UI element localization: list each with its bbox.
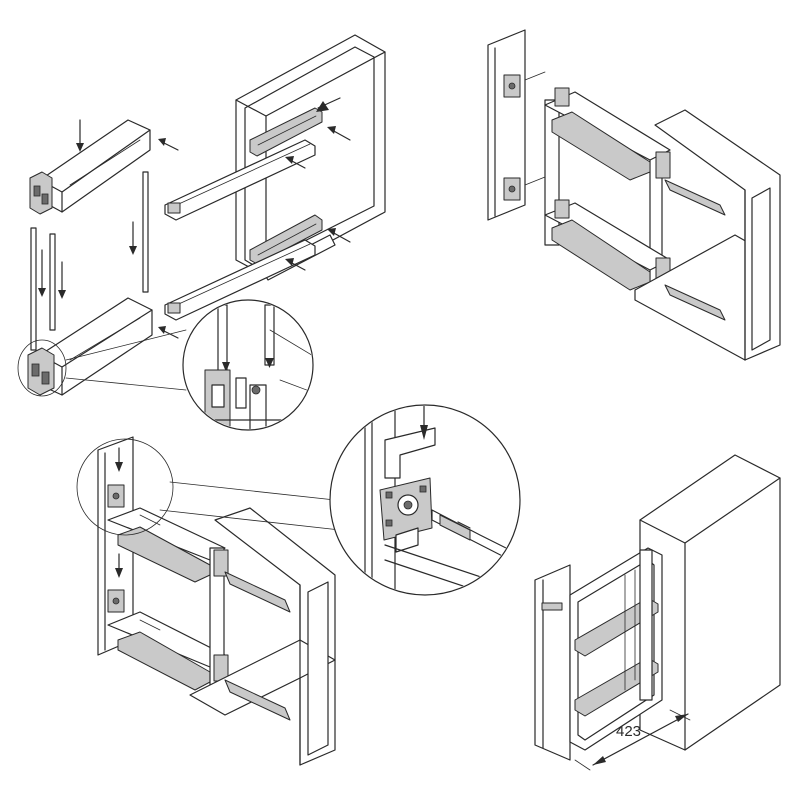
width-dimension-label: 423 bbox=[616, 723, 641, 740]
width-dimension: 423 bbox=[574, 709, 691, 771]
insert-arrows bbox=[38, 119, 179, 339]
upper-shelf-basket bbox=[29, 119, 151, 215]
detail-marker bbox=[17, 339, 67, 397]
step-2-front-panel-mount bbox=[487, 29, 781, 361]
front-brackets bbox=[503, 74, 521, 201]
step-3-frame-fixing bbox=[76, 436, 341, 766]
step-1-frame-assembly bbox=[17, 119, 187, 397]
drawer-slides-step-1 bbox=[164, 97, 351, 321]
cabinet-side-panel-2 bbox=[634, 109, 781, 361]
lower-shelf-basket bbox=[27, 297, 153, 396]
step-4-installed-cabinet bbox=[534, 454, 781, 761]
step-1-detail-circle bbox=[182, 299, 314, 431]
frame-assembly-2 bbox=[544, 87, 671, 301]
vertical-rods bbox=[30, 171, 149, 351]
step-3-detail-circle bbox=[329, 404, 521, 596]
